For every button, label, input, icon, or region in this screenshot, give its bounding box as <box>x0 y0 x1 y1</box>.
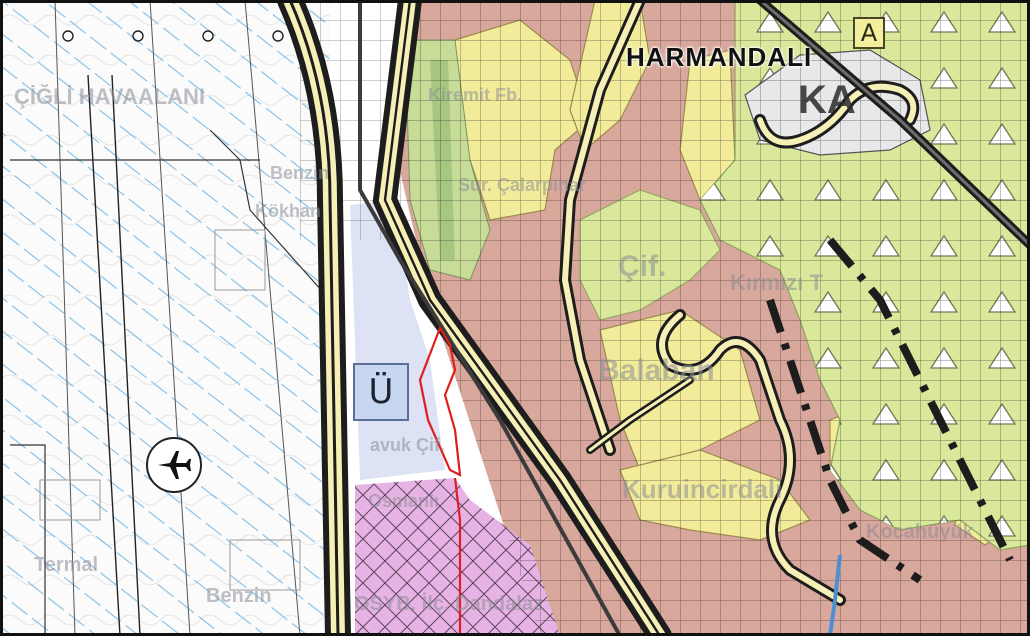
label-osmanli: Osmanlı <box>368 491 440 511</box>
label-osyb: OSYB. İlç. Dandalaz <box>354 593 543 615</box>
highway <box>277 0 351 636</box>
label-kiremit: Kiremit Fb. <box>428 85 523 105</box>
label-termal: Termal <box>34 554 99 576</box>
airport-zone <box>0 0 331 636</box>
label-ka: KA <box>798 78 856 122</box>
label-kokhan: Kökhan <box>255 201 322 221</box>
label-cigli-havaalani: ÇİĞLİ HAVAALANI <box>14 84 206 109</box>
label-tavuk-ciftligi: avuk Çif. <box>370 435 446 455</box>
label-kocahuyuk: Kocahüyük <box>866 521 974 543</box>
airplane-icon <box>146 437 202 493</box>
legend-symbol-a: A <box>853 17 885 49</box>
label-benzin: Benzin <box>206 585 272 607</box>
label-kuruincirdali: Kuruincirdali <box>622 474 783 504</box>
diagonal-road <box>358 0 672 636</box>
label-benzin-top: Benzin <box>270 163 330 183</box>
label-sur: Sur. Çalarpınar <box>458 175 587 195</box>
stream <box>828 554 842 636</box>
northeast-road <box>755 0 1030 250</box>
label-balaban: Balaban <box>598 354 715 387</box>
legend-symbol-u: Ü <box>353 363 409 421</box>
industrial-zone <box>355 478 560 636</box>
label-kirmizi-tepe: Kırmızı T <box>730 270 823 295</box>
winding-road <box>559 0 920 606</box>
project-boundary <box>418 325 462 636</box>
planning-boundary <box>766 237 1014 584</box>
label-harmandali: HARMANDALI <box>626 42 813 72</box>
label-cif: Çif. <box>618 250 667 283</box>
